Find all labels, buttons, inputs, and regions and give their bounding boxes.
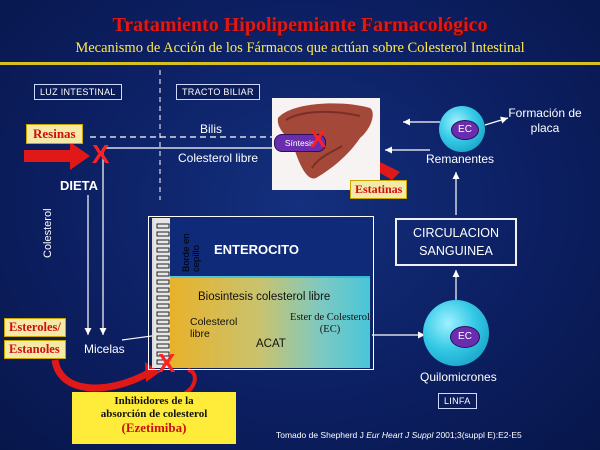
colesterol-libre-cell-label: Colesterol libre — [190, 316, 238, 340]
ester-colesterol-label: Ester de Colesterol (EC) — [290, 312, 370, 335]
inhibidores-box: Inhibidores de la absorción de colestero… — [72, 392, 236, 444]
inhibidores-line2: absorción de colesterol — [100, 408, 208, 420]
placa-arrow-right — [484, 116, 509, 126]
quilomicrones-label: Quilomicrones — [420, 370, 497, 384]
bilis-label: Bilis — [200, 122, 223, 136]
resinas-label: Resinas — [26, 124, 83, 144]
ezetimiba-label: (Ezetimiba) — [121, 420, 187, 435]
micelas-label: Micelas — [84, 342, 125, 356]
enterocyte-outline — [148, 216, 374, 370]
inhibidores-line1: Inhibidores de la — [114, 395, 194, 407]
source-suffix: 2001;3(suppl E):E2-E5 — [433, 430, 522, 440]
enterocyte-upper — [170, 218, 370, 276]
acat-label: ACAT — [256, 338, 286, 350]
esteroles-curved-arrow — [51, 359, 152, 392]
source-journal: Eur Heart J Suppl — [366, 430, 434, 440]
sintesis-oval: Síntesis — [274, 134, 326, 152]
slide-title: Tratamiento Hipolipemiante Farmacológico — [112, 14, 488, 36]
enterocyte-lower — [170, 278, 370, 368]
ec-top-label: EC — [451, 120, 479, 140]
dieta-label: DIETA — [60, 178, 99, 193]
esteroles-block: Esteroles/ Estanoles — [4, 318, 66, 359]
esteroles-label: Esteroles/ — [4, 318, 66, 337]
brush-border — [152, 218, 174, 368]
colesterol-libre-top-label: Colesterol libre — [178, 151, 259, 165]
sintesis-x-mark: X — [310, 126, 327, 153]
resinas-x-mark: X — [92, 139, 110, 169]
ec-quilo-label: EC — [450, 326, 480, 348]
linfa-label: LINFA — [438, 393, 477, 409]
estatinas-label: Estatinas — [350, 180, 408, 199]
estanoles-label: Estanoles — [4, 340, 66, 359]
borde-cepillo-label: Borde en cepillo — [181, 233, 202, 272]
enterocito-label: ENTEROCITO — [214, 242, 299, 257]
luz-intestinal-label: LUZ INTESTINAL — [34, 84, 122, 100]
tracto-biliar-label: TRACTO BILIAR — [176, 84, 260, 100]
formacion-placa-label: Formación de placa — [508, 106, 582, 135]
circulacion-box: CIRCULACION SANGUINEA — [395, 218, 517, 266]
slide-subtitle: Mecanismo de Acción de los Fármacos que … — [75, 40, 525, 56]
absorcion-x-mark: X — [158, 348, 176, 378]
remanentes-label: Remanentes — [426, 152, 495, 166]
title-divider — [0, 62, 600, 65]
resinas-red-arrow — [24, 142, 90, 170]
brush-border-villi — [156, 223, 170, 365]
biosintesis-label: Biosintesis colesterol libre — [198, 291, 331, 303]
colesterol-vertical-label: Colesterol — [42, 208, 54, 258]
source-citation: Tomado de Shepherd J Eur Heart J Suppl 2… — [276, 430, 522, 440]
source-prefix: Tomado de Shepherd J — [276, 430, 367, 440]
